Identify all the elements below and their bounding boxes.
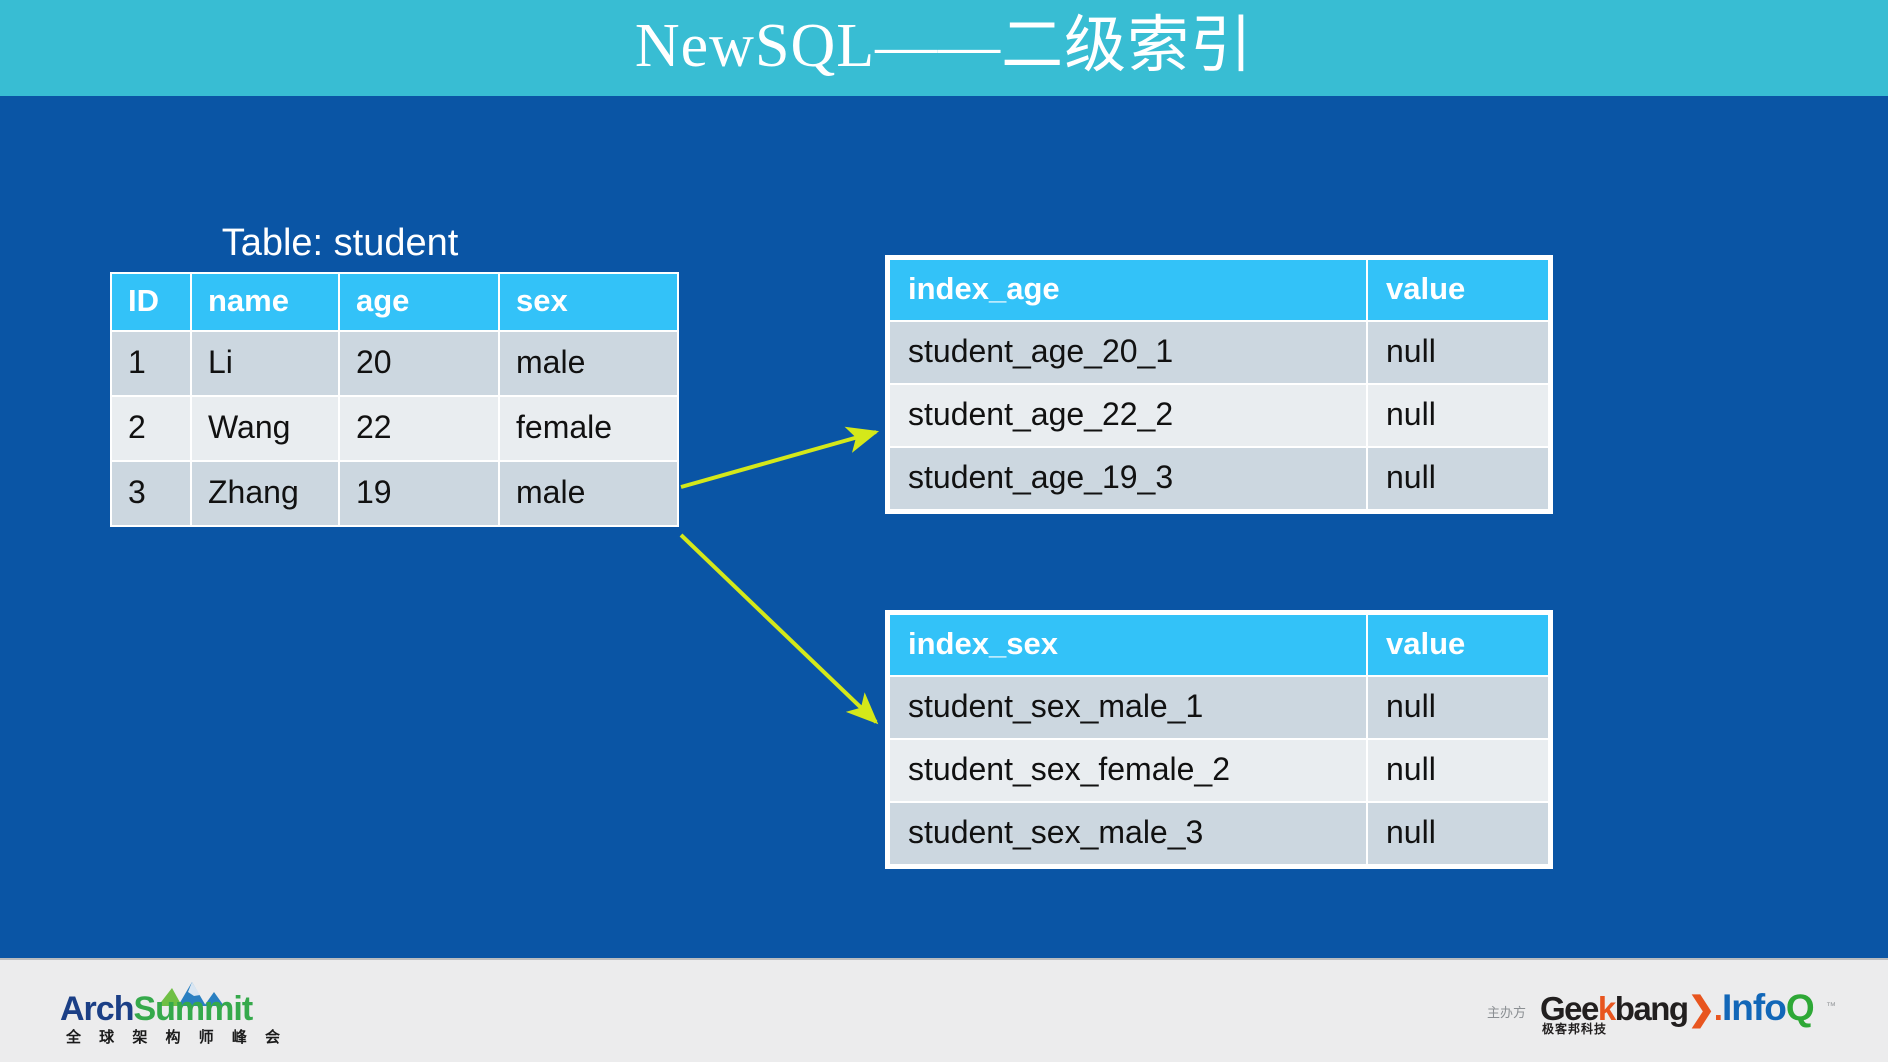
- table-row: 1 Li 20 male: [110, 330, 679, 397]
- cell-index-value: null: [1366, 383, 1550, 448]
- table-row: student_age_22_2 null: [888, 383, 1550, 448]
- cell-index-key: student_sex_male_3: [888, 801, 1368, 866]
- cell-sex: female: [498, 395, 679, 462]
- cell-name: Zhang: [190, 460, 340, 527]
- cell-index-value: null: [1366, 738, 1550, 803]
- cell-index-key: student_age_22_2: [888, 383, 1368, 448]
- cell-id: 2: [110, 395, 192, 462]
- cell-age: 22: [338, 395, 500, 462]
- cell-name: Wang: [190, 395, 340, 462]
- index-sex-table: index_sex value student_sex_male_1 null …: [885, 610, 1553, 869]
- cell-index-key: student_sex_female_2: [888, 738, 1368, 803]
- cell-sex: male: [498, 460, 679, 527]
- cell-index-value: null: [1366, 446, 1550, 511]
- cell-id: 1: [110, 330, 192, 397]
- archsummit-word-summit: Summit: [133, 990, 253, 1028]
- cell-index-key: student_age_19_3: [888, 446, 1368, 511]
- student-col-age: age: [338, 272, 500, 332]
- geekbang-subtitle: 极客邦科技: [1542, 1022, 1608, 1036]
- index-age-table: index_age value student_age_20_1 null st…: [885, 255, 1553, 514]
- student-col-id: ID: [110, 272, 192, 332]
- cell-age: 20: [338, 330, 500, 397]
- index-sex-header-row: index_sex value: [888, 613, 1550, 677]
- page-title: NewSQL——二级索引: [634, 12, 1254, 80]
- index-age-header-row: index_age value: [888, 258, 1550, 322]
- cell-name: Li: [190, 330, 340, 397]
- table-row: student_sex_male_3 null: [888, 801, 1550, 866]
- table-row: student_sex_male_1 null: [888, 675, 1550, 740]
- student-table: ID name age sex 1 Li 20 male 2 Wang 22 f…: [110, 272, 679, 527]
- infoq-logo: InfoQ ™: [1722, 987, 1850, 1035]
- index-sex-col-value: value: [1366, 613, 1550, 677]
- cell-index-value: null: [1366, 320, 1550, 385]
- cell-index-value: null: [1366, 675, 1550, 740]
- table-row: student_age_20_1 null: [888, 320, 1550, 385]
- cell-index-value: null: [1366, 801, 1550, 866]
- slide-footer: ArchSummit 全 球 架 构 师 峰 会 主办方 Geekbang❯. …: [0, 958, 1888, 1062]
- geekbang-word-part2: bang: [1614, 990, 1689, 1027]
- infoq-trademark: ™: [1826, 1001, 1836, 1012]
- archsummit-logo: ArchSummit 全 球 架 构 师 峰 会: [52, 974, 282, 1048]
- cell-id: 3: [110, 460, 192, 527]
- cell-index-key: student_sex_male_1: [888, 675, 1368, 740]
- student-table-header-row: ID name age sex: [110, 272, 679, 332]
- table-row: student_age_19_3 null: [888, 446, 1550, 511]
- student-col-sex: sex: [498, 272, 679, 332]
- infoq-wordmark: InfoQ: [1722, 987, 1815, 1029]
- infoq-word-info: Info: [1722, 987, 1787, 1028]
- student-col-name: name: [190, 272, 340, 332]
- infoq-word-q: Q: [1785, 987, 1815, 1028]
- cell-sex: male: [498, 330, 679, 397]
- geekbang-logo: Geekbang❯. 极客邦科技: [1540, 987, 1723, 1036]
- index-age-col-key: index_age: [888, 258, 1368, 322]
- table-row: 3 Zhang 19 male: [110, 460, 679, 527]
- mountain-icon: [158, 982, 224, 1006]
- geekbang-wordmark: Geekbang❯.: [1540, 989, 1723, 1028]
- cell-age: 19: [338, 460, 500, 527]
- archsummit-subtitle: 全 球 架 构 师 峰 会: [66, 1029, 288, 1046]
- student-table-caption: Table: student: [221, 222, 459, 264]
- table-row: 2 Wang 22 female: [110, 395, 679, 462]
- index-sex-col-key: index_sex: [888, 613, 1368, 677]
- archsummit-word-arch: Arch: [60, 990, 134, 1028]
- index-age-col-value: value: [1366, 258, 1550, 322]
- archsummit-wordmark: ArchSummit: [60, 990, 253, 1029]
- table-row: student_sex_female_2 null: [888, 738, 1550, 803]
- geekbang-arrow-icon: ❯.: [1687, 990, 1723, 1027]
- geekbang-word-k: k: [1597, 990, 1616, 1027]
- sponsor-logos: 主办方 Geekbang❯. 极客邦科技 InfoQ ™: [1487, 978, 1850, 1044]
- organizer-label: 主办方: [1486, 1004, 1526, 1020]
- cell-index-key: student_age_20_1: [888, 320, 1368, 385]
- geekbang-word-part1: Gee: [1540, 990, 1599, 1027]
- title-band: NewSQL——二级索引: [0, 0, 1888, 96]
